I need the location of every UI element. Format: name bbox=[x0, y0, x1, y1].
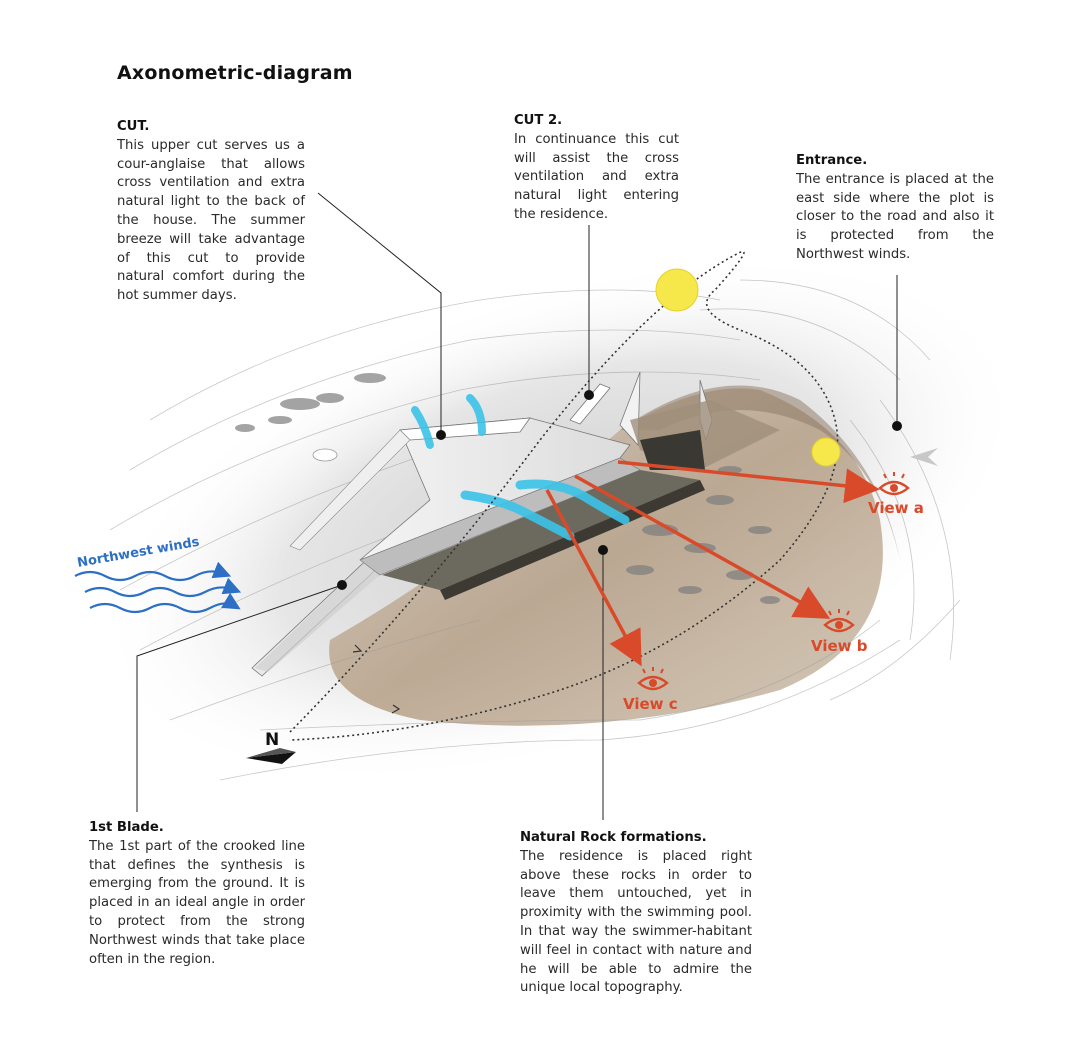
note-cut-body: This upper cut serves us a cour-anglaise… bbox=[117, 137, 305, 304]
note-rock-formations-heading: Natural Rock formations. bbox=[520, 830, 707, 845]
view-b-label: View b bbox=[811, 637, 868, 655]
north-label: N bbox=[265, 730, 279, 750]
sun-path bbox=[289, 250, 841, 741]
eye-icon bbox=[637, 667, 669, 691]
page-title: Axonometric-diagram bbox=[117, 62, 353, 84]
airflow bbox=[411, 394, 630, 541]
sun-icon bbox=[655, 268, 699, 312]
view-a-marker: View a bbox=[868, 472, 924, 517]
leader-lines bbox=[136, 192, 898, 820]
note-cut2: CUT 2. In continuance this cut will assi… bbox=[514, 112, 679, 225]
view-arrows bbox=[545, 460, 880, 667]
note-rock-formations-body: The residence is placed right above thes… bbox=[520, 848, 752, 996]
note-1st-blade: 1st Blade. The 1st part of the crooked l… bbox=[89, 819, 305, 969]
note-cut: CUT. This upper cut serves us a cour-ang… bbox=[117, 118, 305, 306]
view-c-label: View c bbox=[623, 695, 678, 713]
view-b-marker: View b bbox=[811, 609, 868, 655]
note-entrance-body: The entrance is placed at the east side … bbox=[796, 171, 994, 262]
leader-dots bbox=[337, 390, 902, 590]
note-rock-formations: Natural Rock formations. The residence i… bbox=[520, 829, 752, 998]
eye-icon bbox=[878, 472, 910, 496]
note-cut-heading: CUT. bbox=[117, 119, 150, 134]
sun-icon bbox=[811, 437, 841, 467]
entrance-arrow-icon bbox=[910, 448, 938, 466]
note-1st-blade-heading: 1st Blade. bbox=[89, 820, 164, 835]
note-cut2-body: In continuance this cut will assist the … bbox=[514, 131, 679, 222]
note-entrance-heading: Entrance. bbox=[796, 153, 868, 168]
view-c-marker: View c bbox=[623, 667, 678, 713]
north-arrow-icon: N bbox=[246, 730, 296, 764]
wind-icon bbox=[74, 561, 242, 614]
note-cut2-heading: CUT 2. bbox=[514, 113, 563, 128]
note-1st-blade-body: The 1st part of the crooked line that de… bbox=[89, 838, 305, 967]
note-entrance: Entrance. The entrance is placed at the … bbox=[796, 152, 994, 265]
eye-icon bbox=[823, 609, 855, 633]
view-a-label: View a bbox=[868, 499, 924, 517]
